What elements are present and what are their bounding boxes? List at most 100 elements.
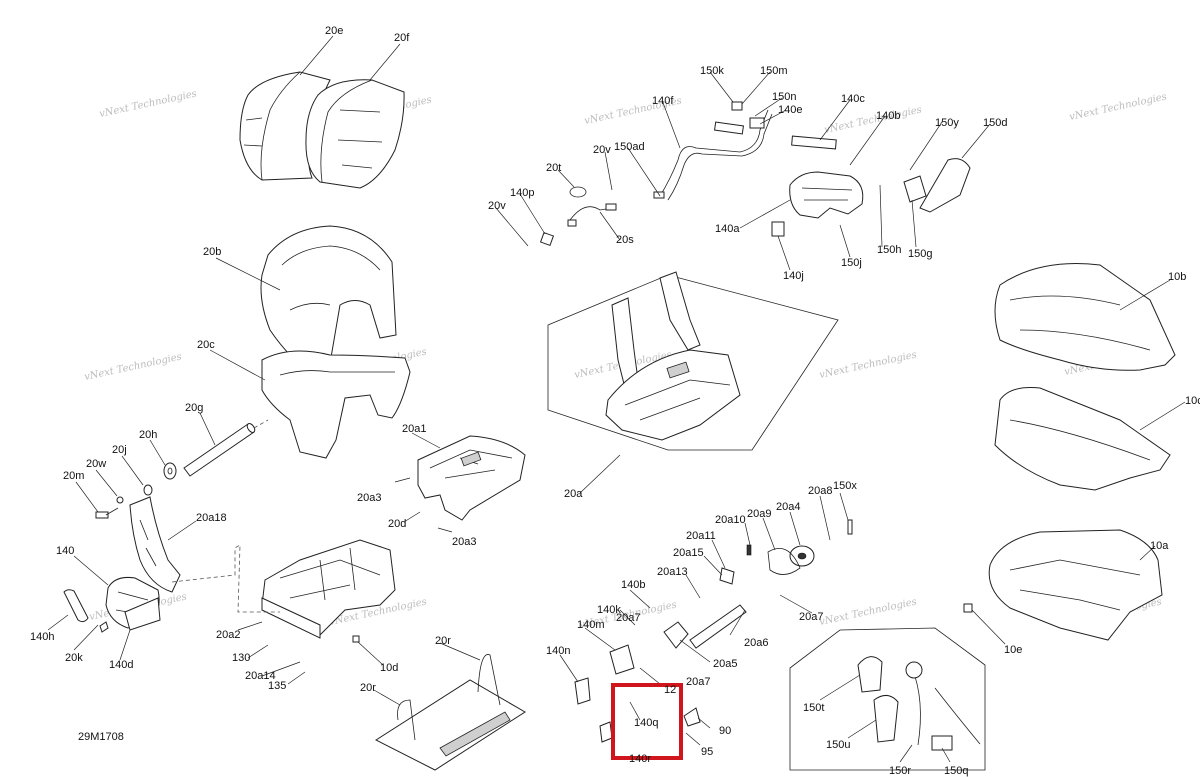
callout-20a3-b[interactable]: 20a3 xyxy=(452,536,476,548)
callout-150u[interactable]: 150u xyxy=(826,739,850,751)
callout-20a6-small[interactable]: 20a7 xyxy=(616,612,640,624)
part-20a6-tube xyxy=(689,604,747,649)
callout-10d[interactable]: 10d xyxy=(380,662,398,674)
callout-140h[interactable]: 140h xyxy=(30,631,54,643)
part-20a10-spring-pin xyxy=(746,544,752,556)
callout-20a9[interactable]: 20a9 xyxy=(747,508,771,520)
callout-20a2[interactable]: 20a2 xyxy=(216,629,240,641)
callout-140c[interactable]: 140c xyxy=(841,93,865,105)
highlight-box xyxy=(611,683,683,760)
callout-20t[interactable]: 20t xyxy=(546,162,561,174)
callout-20a13[interactable]: 20a13 xyxy=(657,566,688,578)
callout-20r-b[interactable]: 20r xyxy=(360,682,376,694)
callout-20s[interactable]: 20s xyxy=(616,234,634,246)
part-140h-grip xyxy=(63,589,89,623)
callout-10b[interactable]: 10b xyxy=(1168,271,1186,283)
callout-20a1[interactable]: 20a1 xyxy=(402,423,426,435)
callout-20v[interactable]: 20v xyxy=(593,144,611,156)
callout-10c[interactable]: 10c xyxy=(1185,395,1200,407)
part-140p-clip xyxy=(539,231,555,247)
callout-20a18[interactable]: 20a18 xyxy=(196,512,227,524)
callout-labels: 20e 20f 20b 20c 20g 20h 20j 20w 20m 20a1… xyxy=(30,25,1200,777)
part-20a4-hub xyxy=(789,545,815,567)
callout-150y[interactable]: 150y xyxy=(935,117,959,129)
part-20t-ring xyxy=(569,186,587,198)
callout-150g[interactable]: 150g xyxy=(908,248,932,260)
callout-10a[interactable]: 10a xyxy=(1150,540,1169,552)
callout-12[interactable]: 12 xyxy=(664,684,676,696)
callout-20a10[interactable]: 20a10 xyxy=(715,514,746,526)
callout-20b[interactable]: 20b xyxy=(203,246,221,258)
callout-20w[interactable]: 20w xyxy=(86,458,106,470)
callout-20c[interactable]: 20c xyxy=(197,339,215,351)
callout-20a14[interactable]: 20a14 xyxy=(245,670,276,682)
callout-150q[interactable]: 150q xyxy=(944,765,968,777)
callout-20j[interactable]: 20j xyxy=(112,444,127,456)
callout-20d[interactable]: 20d xyxy=(388,518,406,530)
callout-20f[interactable]: 20f xyxy=(394,32,410,44)
callout-20a7-b[interactable]: 20a7 xyxy=(686,676,710,688)
part-150x-pin xyxy=(847,519,853,535)
callout-150d[interactable]: 150d xyxy=(983,117,1007,129)
watermark-text: vNext Technologies xyxy=(98,89,197,120)
callout-150m[interactable]: 150m xyxy=(760,65,788,77)
watermark-text: vNext Technologies xyxy=(818,350,917,381)
callout-20a8[interactable]: 20a8 xyxy=(808,485,832,497)
callout-150ad[interactable]: 150ad xyxy=(614,141,645,153)
shaft-path xyxy=(253,419,269,429)
callout-140q[interactable]: 140q xyxy=(634,717,658,729)
callout-20g[interactable]: 20g xyxy=(185,402,203,414)
callout-140k[interactable]: 140k xyxy=(597,604,621,616)
callout-20a11[interactable]: 20a11 xyxy=(686,530,716,542)
part-150q-plug xyxy=(931,687,981,751)
callout-140f[interactable]: 140f xyxy=(652,95,674,107)
callout-20a6[interactable]: 20a6 xyxy=(744,637,768,649)
callout-140a[interactable]: 140a xyxy=(715,223,740,235)
callout-20r[interactable]: 20r xyxy=(435,635,451,647)
callout-150k[interactable]: 150k xyxy=(700,65,724,77)
callout-95[interactable]: 95 xyxy=(701,746,713,758)
callout-140r[interactable]: 140r xyxy=(629,753,651,765)
callout-150t[interactable]: 150t xyxy=(803,702,824,714)
callout-20m[interactable]: 20m xyxy=(63,470,84,482)
hidden-line xyxy=(171,544,280,613)
callout-140[interactable]: 140 xyxy=(56,545,74,557)
part-140c-light xyxy=(791,135,837,150)
callout-150r[interactable]: 150r xyxy=(889,765,911,777)
callout-20k[interactable]: 20k xyxy=(65,652,83,664)
callout-20a7[interactable]: 20a7 xyxy=(799,611,823,623)
callout-140n[interactable]: 140n xyxy=(546,645,570,657)
callout-140m[interactable]: 140m xyxy=(577,619,605,631)
part-10c-seat-base xyxy=(994,387,1171,491)
callout-140j[interactable]: 140j xyxy=(783,270,804,282)
part-20h-washer xyxy=(163,462,177,480)
callout-20a[interactable]: 20a xyxy=(564,488,583,500)
part-140r-clip xyxy=(599,721,613,743)
callout-140b[interactable]: 140b xyxy=(876,110,900,122)
callout-150n[interactable]: 150n xyxy=(772,91,796,103)
part-140j-bracket xyxy=(771,221,785,237)
callout-20v-b[interactable]: 20v xyxy=(488,200,506,212)
callout-10e[interactable]: 10e xyxy=(1004,644,1022,656)
part-10d-clip xyxy=(352,635,360,643)
callout-135[interactable]: 135 xyxy=(268,680,286,692)
part-150g-box xyxy=(903,175,927,203)
callout-150j[interactable]: 150j xyxy=(841,257,862,269)
callout-20a5[interactable]: 20a5 xyxy=(713,658,737,670)
callout-140d[interactable]: 140d xyxy=(109,659,133,671)
callout-20h[interactable]: 20h xyxy=(139,429,157,441)
part-140e-cable xyxy=(714,117,765,135)
callout-20e[interactable]: 20e xyxy=(325,25,343,37)
callout-20a15[interactable]: 20a15 xyxy=(673,547,704,559)
callout-20a4[interactable]: 20a4 xyxy=(776,501,800,513)
callout-20a3[interactable]: 20a3 xyxy=(357,492,381,504)
callout-140b-b[interactable]: 140b xyxy=(621,579,645,591)
callout-140p[interactable]: 140p xyxy=(510,187,534,199)
callout-150h[interactable]: 150h xyxy=(877,244,901,256)
callout-90[interactable]: 90 xyxy=(719,725,731,737)
callout-140e[interactable]: 140e xyxy=(778,104,802,116)
callout-130[interactable]: 130 xyxy=(232,652,250,664)
watermark-text: vNext Technologies xyxy=(823,105,922,136)
callout-150x[interactable]: 150x xyxy=(833,480,857,492)
